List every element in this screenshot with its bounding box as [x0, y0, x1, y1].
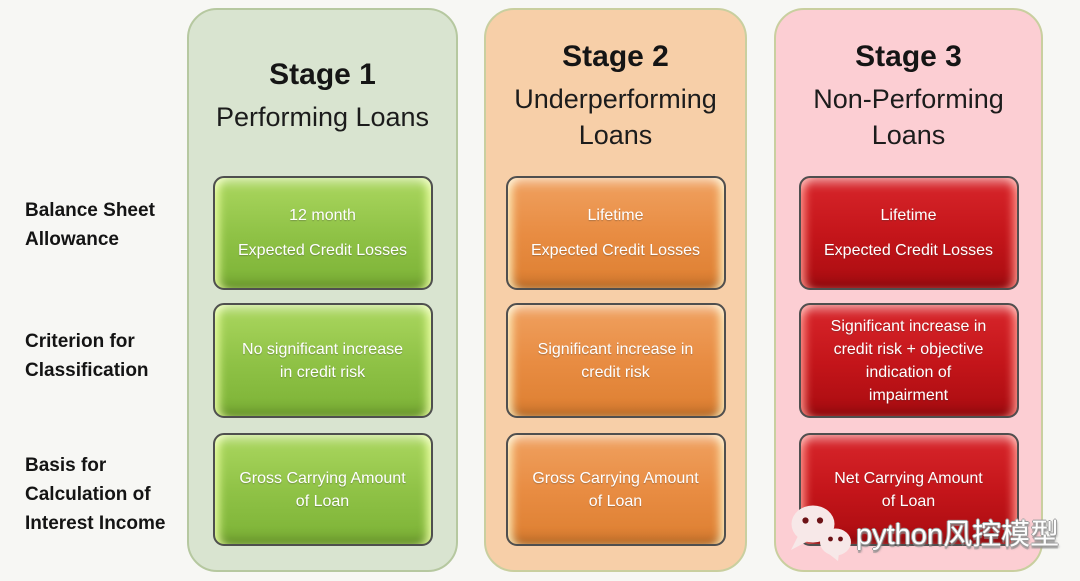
row-label-line: Allowance [25, 229, 119, 250]
row-label-line: Basis for [25, 455, 107, 476]
stage-3-interest-income-basis-box: Net Carrying Amount of Loan [798, 433, 1019, 546]
box-text-line: Lifetime [587, 207, 644, 224]
row-label-line: Balance Sheet [25, 200, 155, 221]
box-text-line: Significant increase in [537, 340, 694, 358]
stage-2-balance-sheet-allowance-box: Lifetime Expected Credit Losses [505, 176, 726, 290]
stage-3-panel: Stage 3 Non-Performing Loans Lifetime Ex… [774, 8, 1043, 572]
box-text-line: of Loan [881, 492, 936, 510]
stage-3-subtitle: Non-Performing Loans [813, 84, 1004, 150]
box-text-line: Gross Carrying Amount [239, 469, 406, 487]
stage-1-interest-income-basis-box: Gross Carrying Amount of Loan [212, 433, 433, 546]
stage-1-panel: Stage 1 Performing Loans 12 month Expect… [187, 8, 458, 572]
box-text-line: Expected Credit Losses [824, 242, 993, 259]
stage-3-balance-sheet-allowance-box: Lifetime Expected Credit Losses [798, 176, 1019, 290]
box-text-line: impairment [868, 386, 949, 404]
stage-1-title-block: Stage 1 Performing Loans [189, 10, 456, 178]
stage-2-title: Stage 2 [562, 40, 669, 73]
box-text-line: of Loan [588, 492, 643, 510]
stage-3-title: Stage 3 [855, 40, 962, 73]
box-text-line: credit risk + objective [833, 340, 984, 358]
box-text-line: indication of [865, 363, 952, 381]
box-text-line: of Loan [295, 492, 350, 510]
row-label-line: Classification [25, 360, 149, 381]
box-text-line: 12 month [289, 207, 356, 224]
box-text-line: Gross Carrying Amount [532, 469, 699, 487]
box-text-line: Expected Credit Losses [238, 242, 407, 259]
watermark: python风控模型 [789, 502, 1059, 562]
box-text-line: No significant increase [242, 340, 403, 358]
stage-2-panel: Stage 2 Underperforming Loans Lifetime E… [484, 8, 747, 572]
wechat-icon [789, 503, 853, 561]
box-text-line: Net Carrying Amount [834, 469, 983, 487]
stage-1-title: Stage 1 [269, 58, 376, 91]
box-text-line: Lifetime [880, 207, 937, 224]
row-label-line: Calculation of [25, 484, 151, 505]
row-label-balance-sheet-allowance: Balance Sheet Allowance [25, 196, 193, 254]
stage-3-title-block: Stage 3 Non-Performing Loans [776, 10, 1041, 178]
stage-2-classification-criterion-box: Significant increase in credit risk [505, 303, 726, 418]
box-text-line: credit risk [581, 363, 650, 381]
box-text-line: Significant increase in [830, 317, 987, 335]
box-text-line: in credit risk [279, 363, 366, 381]
box-text-line: Expected Credit Losses [531, 242, 700, 259]
stage-1-subtitle: Performing Loans [215, 102, 430, 132]
stage-2-subtitle: Underperforming Loans [514, 84, 717, 150]
stage-3-classification-criterion-box: Significant increase in credit risk + ob… [798, 303, 1019, 418]
row-label-line: Interest Income [25, 513, 166, 534]
watermark-text: python风控模型 [856, 519, 1060, 551]
stage-1-balance-sheet-allowance-box: 12 month Expected Credit Losses [212, 176, 433, 290]
row-label-line: Criterion for [25, 331, 135, 352]
stage-2-interest-income-basis-box: Gross Carrying Amount of Loan [505, 433, 726, 546]
row-label-criterion-for-classification: Criterion for Classification [25, 327, 193, 385]
stage-2-title-block: Stage 2 Underperforming Loans [486, 10, 745, 178]
row-label-basis-for-interest-income: Basis for Calculation of Interest Income [25, 451, 193, 538]
stage-1-classification-criterion-box: No significant increase in credit risk [212, 303, 433, 418]
